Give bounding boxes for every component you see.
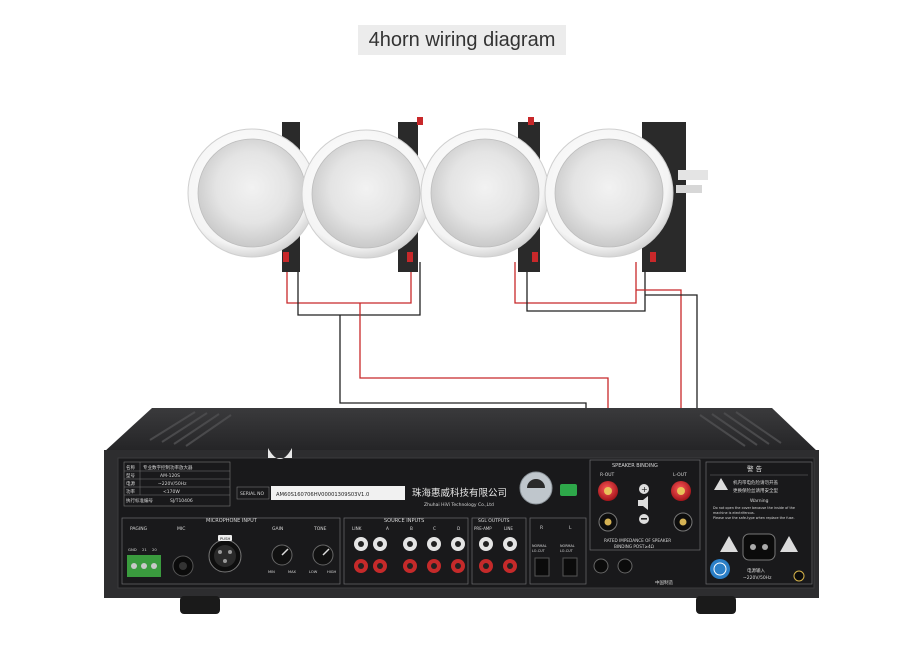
gain-label: GAIN [272, 526, 283, 532]
warning-cn-1: 机内带电危险请勿开盖 [733, 479, 778, 486]
serial-value: AM60S160706HV00001309S03V1.0 [276, 492, 369, 498]
mic-input-label: MICROPHONE INPUT [206, 518, 258, 524]
binding-post-label: BINDING POST≥4Ω [614, 544, 655, 549]
spec-row-4-val: SJ/T10406 [170, 498, 193, 504]
fuse-holder-2[interactable] [617, 558, 633, 574]
power-input-value: ~220V/50Hz [743, 575, 772, 581]
speaker-2 [301, 117, 431, 272]
lightning-warning-icon [720, 536, 738, 552]
speaker-3 [420, 117, 550, 272]
speaker-binding-label: SPEAKER BINDING [612, 463, 658, 469]
warning-en-2: machine is electriferous. [713, 511, 755, 515]
link-label: LINK [352, 526, 362, 531]
sgl-outputs-label: SGL OUTPUTS [478, 518, 510, 524]
spec-row-0-key: 名称 [126, 464, 135, 471]
pin1-label: 21 [142, 547, 147, 552]
rated-impedance-label: RATED IMPEDANCE OF SPEAKER [604, 538, 671, 543]
gain-max-label: MAX [288, 570, 297, 574]
warning-en-1: Do not open the cover because the inside… [713, 506, 795, 510]
push-label: PUSH [220, 536, 230, 541]
warning-en-3: Please use the safe-type when replace th… [713, 516, 795, 520]
wire-black-spk3-spk4 [526, 262, 646, 312]
pre-amp-label: PRE-AMP [474, 526, 492, 531]
spec-row-1-key: 型号 [126, 472, 135, 479]
ce-logo-icon [560, 484, 577, 496]
speaker-1 [187, 122, 317, 272]
warning-cn-2: 更换保险丝请用安全型 [733, 487, 778, 494]
tone-high-label: HIGH [327, 570, 337, 574]
switch-r-locut: LO-CUT [532, 549, 546, 553]
diagram-title: 4horn wiring diagram [358, 25, 566, 55]
switch-l-label: L [569, 525, 572, 531]
fuse-holder-1[interactable] [593, 558, 609, 574]
spec-row-2-key: 电源 [126, 480, 135, 487]
switch-l-locut: LO-CUT [560, 549, 574, 553]
rca-jacks-output[interactable] [479, 537, 517, 573]
switch-l[interactable] [562, 557, 578, 577]
l-out-terminals[interactable] [671, 481, 693, 532]
source-d-label: D [457, 526, 460, 531]
svg-text:+: + [641, 485, 648, 494]
gnd-label: GND [128, 547, 137, 552]
speaker-icon [638, 496, 648, 510]
made-in-label: 中国制造 [655, 579, 673, 586]
mic-label: MIC [177, 526, 185, 532]
source-b-label: B [410, 526, 413, 531]
switch-r-label: R [540, 525, 543, 531]
power-inlet[interactable] [742, 533, 776, 561]
l-out-label: L-OUT [673, 472, 687, 478]
company-name-en: Zhuhai HiVi Technology Co.,Ltd [424, 502, 494, 508]
switch-l-normal: NORMAL [560, 544, 575, 548]
rca-jacks-source[interactable] [354, 537, 465, 573]
ground-screw[interactable] [793, 570, 805, 582]
power-input-label: 电源输入 [747, 567, 765, 574]
spec-label: 名称 专业数字控制功率放大器 型号 AM-120S 电源 ~220V/50Hz … [123, 461, 231, 507]
r-out-label: R-OUT [600, 472, 615, 478]
spec-row-3-val: <170W [163, 489, 180, 495]
line-label: LINE [504, 526, 513, 531]
wire-red-spk1-spk2 [286, 262, 412, 304]
pin2-label: 20 [152, 547, 157, 552]
speaker-4 [544, 122, 708, 272]
spec-row-4-key: 执行标准编号 [126, 497, 153, 504]
wire-black-spk1-spk2 [297, 262, 421, 316]
spec-row-3-key: 功率 [126, 488, 135, 495]
source-inputs-label: SOURCE INPUTS [384, 518, 424, 524]
caution-icon [780, 536, 798, 552]
gain-min-label: MIN [268, 570, 275, 574]
tone-low-label: LOW [309, 570, 318, 574]
ccc-logo-icon [710, 559, 730, 579]
paging-label: PAGING [130, 526, 148, 532]
wire-red-spk3-spk4 [514, 262, 637, 304]
source-c-label: C [433, 526, 436, 531]
source-a-label: A [386, 526, 389, 531]
spec-row-1-val: AM-120S [160, 473, 180, 479]
plus-icon [639, 484, 649, 494]
company-name-cn: 珠海惠威科技有限公司 [412, 487, 507, 499]
warning-en-title: Warning [750, 498, 769, 504]
amplifier: 名称 专业数字控制功率放大器 型号 AM-120S 电源 ~220V/50Hz … [104, 408, 819, 614]
spec-row-2-val: ~220V/50Hz [158, 481, 187, 487]
serial-label: SERIAL NO [240, 491, 265, 497]
spec-row-0-val: 专业数字控制功率放大器 [143, 464, 193, 471]
tone-label: TONE [313, 526, 327, 532]
warning-title: 警 告 [747, 464, 763, 473]
r-out-terminals[interactable] [598, 481, 618, 532]
switch-r-normal: NORMAL [532, 544, 547, 548]
switch-r[interactable] [534, 557, 550, 577]
warning-triangle-icon [714, 478, 728, 490]
